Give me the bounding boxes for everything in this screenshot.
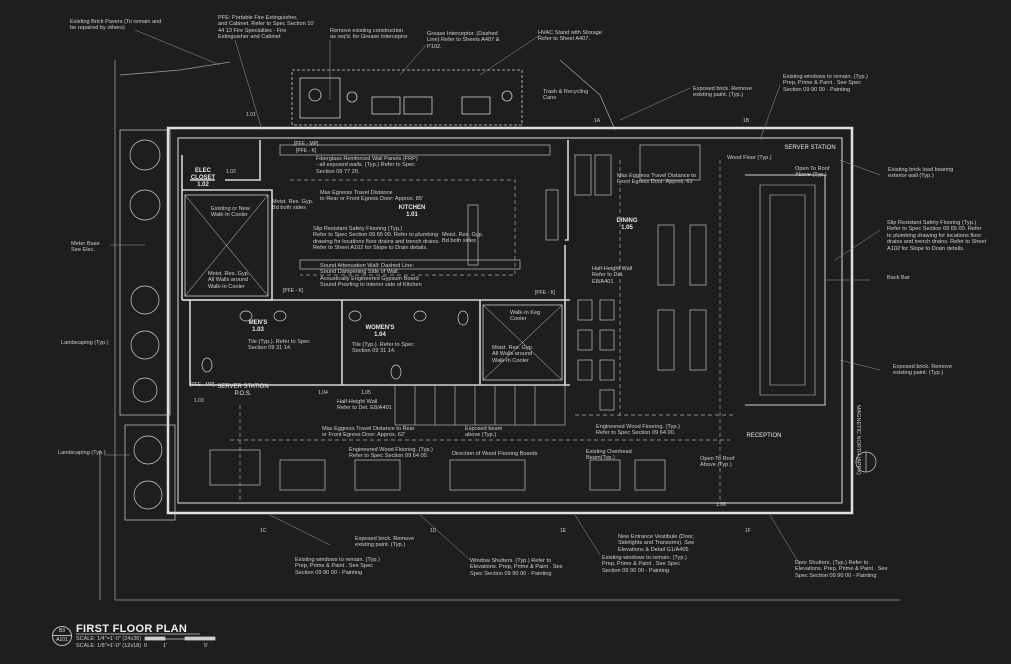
note-egress-front: Max Eggress Travel Distance to Rear or F… bbox=[322, 426, 415, 439]
note-brick-pavers: Existing Brick Pavers (To remain and be … bbox=[70, 19, 162, 32]
north-label: MAGNETIC NORTH (APPX) bbox=[855, 405, 861, 475]
pfe-tag-5: [PFE - MP] bbox=[190, 382, 215, 388]
note-frp: Fiberglass Reinforced Wall Panels (FRP) … bbox=[316, 156, 418, 175]
scale-bar bbox=[144, 636, 216, 641]
pfe-tag-3: [PFE - K] bbox=[283, 288, 304, 294]
bar-counter bbox=[745, 174, 826, 406]
note-grease: Grease Interceptor. (Dashed Line) Refer … bbox=[427, 31, 500, 50]
note-keg: Walk-In Keg Cooler bbox=[510, 310, 541, 323]
dining-tables bbox=[209, 144, 707, 491]
grid-1b: 1B bbox=[743, 118, 750, 124]
note-moist-keg: Moist. Res. Gyp. All Walls around Walk-I… bbox=[492, 345, 534, 364]
note-landscape-2: Landscaping (Typ.) bbox=[58, 450, 106, 456]
note-sound: Sound Attenuation Wall: Dashed Line: Sou… bbox=[320, 263, 422, 289]
drawing-title: FIRST FLOOR PLAN bbox=[76, 623, 188, 635]
site-lines bbox=[99, 59, 900, 601]
grid-1e: 1E bbox=[560, 528, 567, 534]
room-dining: DINING 1.05 bbox=[616, 218, 638, 231]
note-walkin: Existing or New Walk-In Cooler bbox=[211, 206, 250, 219]
tag-1-03: 1.03 bbox=[194, 398, 204, 404]
scale-bar-label-5: 5' bbox=[204, 643, 209, 649]
sheet-reference: B3 A101 bbox=[52, 626, 72, 646]
note-tile-womens: Tile (Typ.). Refer to Spec Section 09 31… bbox=[352, 342, 414, 355]
note-remove-existing: Remove existing construction as req'd. f… bbox=[330, 28, 408, 41]
note-tile-mens: Tile (Typ.). Refer to Spec Section 09 31… bbox=[248, 339, 310, 352]
note-pfe: PFE: Portable Fire Extinguisher, and Cab… bbox=[218, 15, 314, 41]
note-windows-top: Existing windows to remain. (Typ.) Prep,… bbox=[783, 74, 868, 93]
note-back-bar: Back Bar bbox=[887, 275, 910, 281]
note-windows-bottom-left: Existing windows to remain. (Typ.) Prep,… bbox=[295, 557, 380, 576]
note-slip-bar: Slip Resistant Safety Flooring (Typ.) Re… bbox=[887, 220, 987, 252]
landscaping bbox=[119, 129, 176, 521]
note-half-wall-2: Half-Height Wall Refer to Det. E8/A401 bbox=[337, 399, 392, 412]
tag-1-04: 1.04 bbox=[318, 390, 328, 396]
note-wood-floor-eng-1: Engineered Wood Flooring. (Typ.) Refer t… bbox=[596, 424, 680, 437]
note-moist-cooler: Moist. Res. Gyp. All Walls around Walk-I… bbox=[208, 271, 250, 290]
kitchen-equipment bbox=[279, 144, 559, 270]
room-elec-closet: ELEC CLOSET 1.02 bbox=[190, 168, 216, 188]
grid-1a: 1A bbox=[594, 118, 601, 124]
room-womens: WOMEN'S 1.04 bbox=[365, 325, 395, 338]
room-reception: RECEPTION bbox=[746, 433, 782, 439]
note-open-roof-top: Open To Roof Above (Typ.) bbox=[795, 166, 830, 179]
pfe-tag-4: [PFE - K] bbox=[535, 290, 556, 296]
scale-bar-label-0: 0 bbox=[144, 643, 148, 649]
note-exposed-brick-top: Exposed brick. Remove existing paint. (T… bbox=[693, 86, 753, 99]
scale-line-1: SCALE: 1/4"=1'-0" (24x36) bbox=[76, 636, 142, 642]
note-trash: Trash & Recycling Cans bbox=[543, 89, 589, 102]
grid-1c: 1C bbox=[260, 528, 267, 534]
note-wood-floor: Wood Floor (Typ.) bbox=[727, 155, 772, 161]
dashed-lines bbox=[230, 160, 735, 500]
room-kitchen: KITCHEN 1.01 bbox=[398, 205, 426, 218]
tag-1-01: 1.01 bbox=[246, 112, 256, 118]
note-overhead-beam: Existing Overhead Beam(Typ.) bbox=[586, 449, 632, 462]
note-slip-kitchen: Slip Resistant Safety Flooring (Typ.) Re… bbox=[313, 226, 440, 252]
tag-1-05: 1.05 bbox=[361, 390, 371, 396]
note-egress-kitchen: Max Egresss Travel Distance to Rear or F… bbox=[320, 190, 424, 203]
note-exposed-brick-right: Exposed brick. Remove existing paint. (T… bbox=[893, 364, 953, 377]
exterior-walls bbox=[166, 126, 854, 515]
note-egress-dining: Max Eggress Travel Distance to Front Egr… bbox=[617, 173, 696, 186]
tag-1-02: 1.02 bbox=[226, 169, 236, 175]
note-shutters: Window Shutters. (Typ.) Refer to Elevati… bbox=[470, 558, 563, 577]
note-moist-2: Moist. Res. Gyp. Bd both sides bbox=[442, 232, 484, 245]
north-arrow bbox=[855, 451, 877, 473]
room-server-station-pos: SERVER STATION P.O.S. bbox=[217, 384, 269, 397]
sheet-id: A101 bbox=[56, 637, 68, 643]
note-landscape-1: Landscaping (Typ.) bbox=[61, 340, 109, 346]
note-load-bearing: Existing brick load bearing exterior wal… bbox=[888, 167, 954, 180]
grid-1d: 1D bbox=[430, 528, 437, 534]
room-mens: MEN'S 1.03 bbox=[248, 320, 268, 333]
pfe-tag-2: [PFE - K] bbox=[296, 148, 317, 154]
note-windows-bottom-right: Existing windows to remain. (Typ.) Prep,… bbox=[602, 555, 687, 574]
leader-lines bbox=[105, 29, 881, 566]
note-hvac: HVAC Stand with Storage Refer to Sheet A… bbox=[538, 30, 602, 43]
note-half-wall-1: Half-Height Wall Refer to Det. E8/A401 bbox=[592, 266, 633, 285]
scale-line-2: SCALE: 1/8"=1'-0" (12x18) bbox=[76, 643, 142, 649]
note-moist-1: Moist. Res. Gyp. Bd both sides bbox=[272, 199, 314, 212]
note-open-roof-bottom: Open To Roof Above (Typ.) bbox=[700, 456, 735, 469]
hvac-enclosure bbox=[291, 69, 523, 126]
room-server-station: SERVER STATION bbox=[784, 145, 836, 151]
note-door-shutters: Door Shutters. (Typ.) Refer to Elevation… bbox=[795, 560, 888, 579]
restroom-fixtures bbox=[201, 310, 469, 380]
note-meter: Meter Base See Elec. bbox=[71, 241, 100, 254]
note-beam: Exposed beam above (Typ.) bbox=[465, 426, 503, 439]
sheet-number: B3 bbox=[58, 628, 66, 634]
scale-bar-label-1: 1' bbox=[163, 643, 168, 649]
tag-1-06: 1.06 bbox=[716, 502, 726, 508]
note-wood-floor-eng-2: Engineered Wood Flooring. (Typ.) Refer t… bbox=[349, 447, 433, 460]
stair bbox=[394, 384, 566, 426]
pfe-tag-1: [PFE - MP] bbox=[294, 141, 319, 147]
note-vestibule: New Entrance Vestibule (Door, Sidelights… bbox=[618, 534, 695, 553]
note-direction: Direction of Wood Flooring Boards bbox=[452, 451, 538, 457]
note-exposed-brick-bottom: Exposed brick. Remove existing paint. (T… bbox=[355, 536, 415, 549]
grid-1f: 1F bbox=[745, 528, 751, 534]
